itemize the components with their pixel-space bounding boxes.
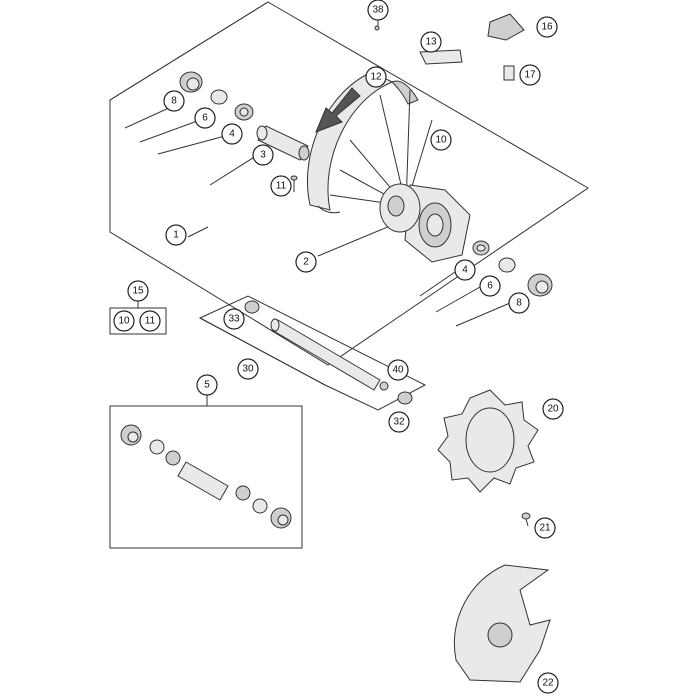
rotation-arrow [315,87,361,133]
hub [379,183,471,263]
svg-text:10: 10 [118,316,130,327]
svg-text:8: 8 [171,96,177,107]
svg-text:30: 30 [242,364,254,375]
svg-text:33: 33 [228,314,240,325]
svg-text:20: 20 [547,404,559,415]
callout-38: 38 [367,0,389,21]
svg-text:6: 6 [202,113,208,124]
callout-10: 10 [430,129,452,151]
callout-32: 32 [388,411,410,433]
callout-17: 17 [519,64,541,86]
callout-4a: 4 [221,123,243,145]
svg-text:38: 38 [372,5,384,16]
disc-guard [453,564,551,683]
callout-3: 3 [252,144,274,166]
callout-40: 40 [387,359,409,381]
svg-text:4: 4 [462,265,468,276]
callout-6b: 6 [479,275,501,297]
top-right-parts [374,13,525,81]
svg-text:3: 3 [260,150,266,161]
svg-text:8: 8 [516,298,522,309]
callout-20: 20 [542,398,564,420]
callout-13: 13 [420,31,442,53]
callout-1: 1 [165,224,187,246]
callout-33: 33 [223,308,245,330]
callout-8b: 8 [508,292,530,314]
brake-disc [437,389,539,493]
bearing-kit-frame [109,405,303,549]
callout-2: 2 [295,251,317,273]
wheel-assembly-frame-left-edge [109,1,269,101]
left-bearing-stack [179,71,310,161]
svg-text:10: 10 [435,135,447,146]
svg-text:12: 12 [370,72,382,83]
svg-text:40: 40 [392,365,404,376]
callout-6a: 6 [194,107,216,129]
disc-screw [521,512,531,527]
callout-22: 22 [537,672,559,694]
callout-30: 30 [237,358,259,380]
bearing-kit-parts [120,424,292,529]
spoke-nipple [290,175,298,192]
callout-21: 21 [534,517,556,539]
right-bearing-stack [472,240,553,297]
callout-10-grouped: 10 [113,310,135,332]
rim [306,71,419,214]
svg-text:2: 2 [303,257,309,268]
callout-12: 12 [365,66,387,88]
callout-8a: 8 [163,90,185,112]
axle-parts [244,300,413,405]
svg-text:1: 1 [173,230,179,241]
svg-text:11: 11 [145,316,156,327]
callout-11: 11 [270,175,292,197]
svg-text:6: 6 [487,281,493,292]
svg-text:32: 32 [393,417,405,428]
svg-text:5: 5 [204,380,210,391]
callout-5: 5 [196,374,218,396]
svg-text:15: 15 [132,286,144,297]
svg-text:22: 22 [542,678,554,689]
svg-text:16: 16 [541,22,553,33]
callout-4b: 4 [454,259,476,281]
svg-text:21: 21 [539,523,551,534]
callout-15: 15 [127,280,149,302]
svg-text:4: 4 [229,129,235,140]
callout-11-grouped: 11 [139,310,161,332]
svg-text:13: 13 [425,37,437,48]
svg-text:11: 11 [276,181,287,192]
callout-16: 16 [536,16,558,38]
svg-text:17: 17 [524,70,536,81]
